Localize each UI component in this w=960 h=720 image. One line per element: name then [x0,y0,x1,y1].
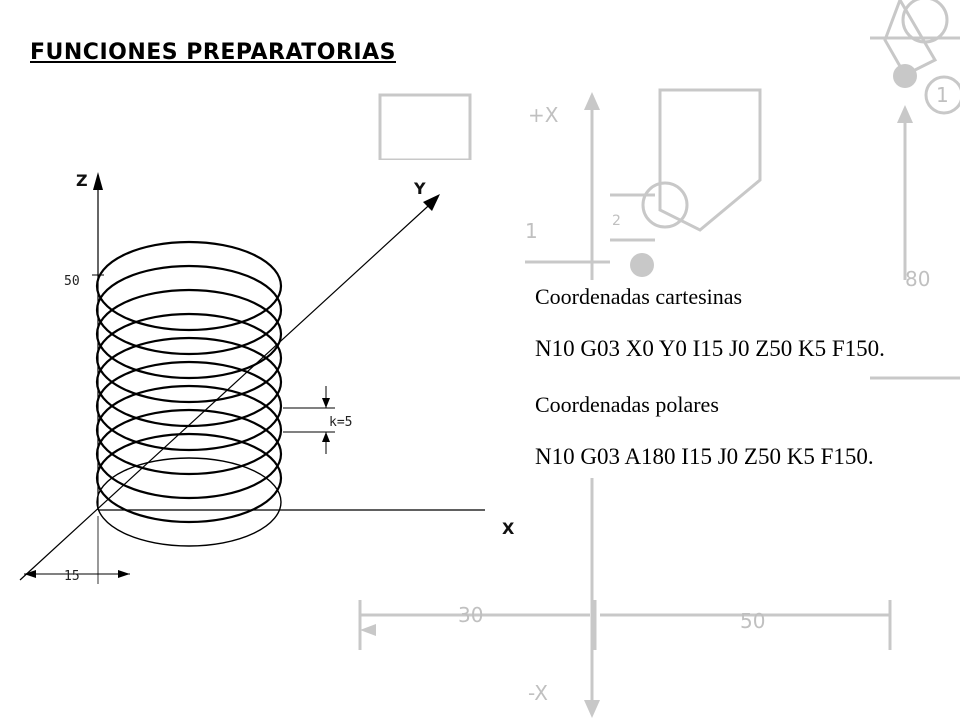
minus-x-label: -X [528,681,548,705]
z-axis-label: Z [76,171,88,190]
polar-code-line: N10 G03 A180 I15 J0 Z50 K5 F150. [535,444,874,469]
helix-coils [95,240,283,547]
radius-label: 15 [64,569,80,584]
cartesian-code-line: N10 G03 X0 Y0 I15 J0 Z50 K5 F150. [535,336,885,361]
x-axis-label: X [502,519,515,538]
cartesian-heading: Coordenadas cartesinas [535,284,743,309]
z-axis-arrow [93,172,103,190]
y-axis-arrow [423,194,440,211]
page-title: FUNCIONES PREPARATORIAS [30,40,396,65]
tool-2-label: 2 [612,213,621,229]
y-axis-line [19,196,439,581]
height-label: 50 [64,274,80,289]
dim-80-label: 80 [905,267,930,291]
polar-heading: Coordenadas polares [535,392,719,417]
circle-number-label: 1 [936,83,949,107]
dim-30-label: 30 [458,603,483,627]
plus-x-label: +X [528,103,559,127]
tool-1-label: 1 [525,219,538,243]
helix-diagram: Z Y X 50 k=5 15 [0,160,525,600]
y-axis-label: Y [413,179,426,198]
dim-50-label: 50 [740,609,765,633]
pitch-label: k=5 [329,415,352,430]
code-panel: Coordenadas cartesinas N10 G03 X0 Y0 I15… [525,280,885,478]
